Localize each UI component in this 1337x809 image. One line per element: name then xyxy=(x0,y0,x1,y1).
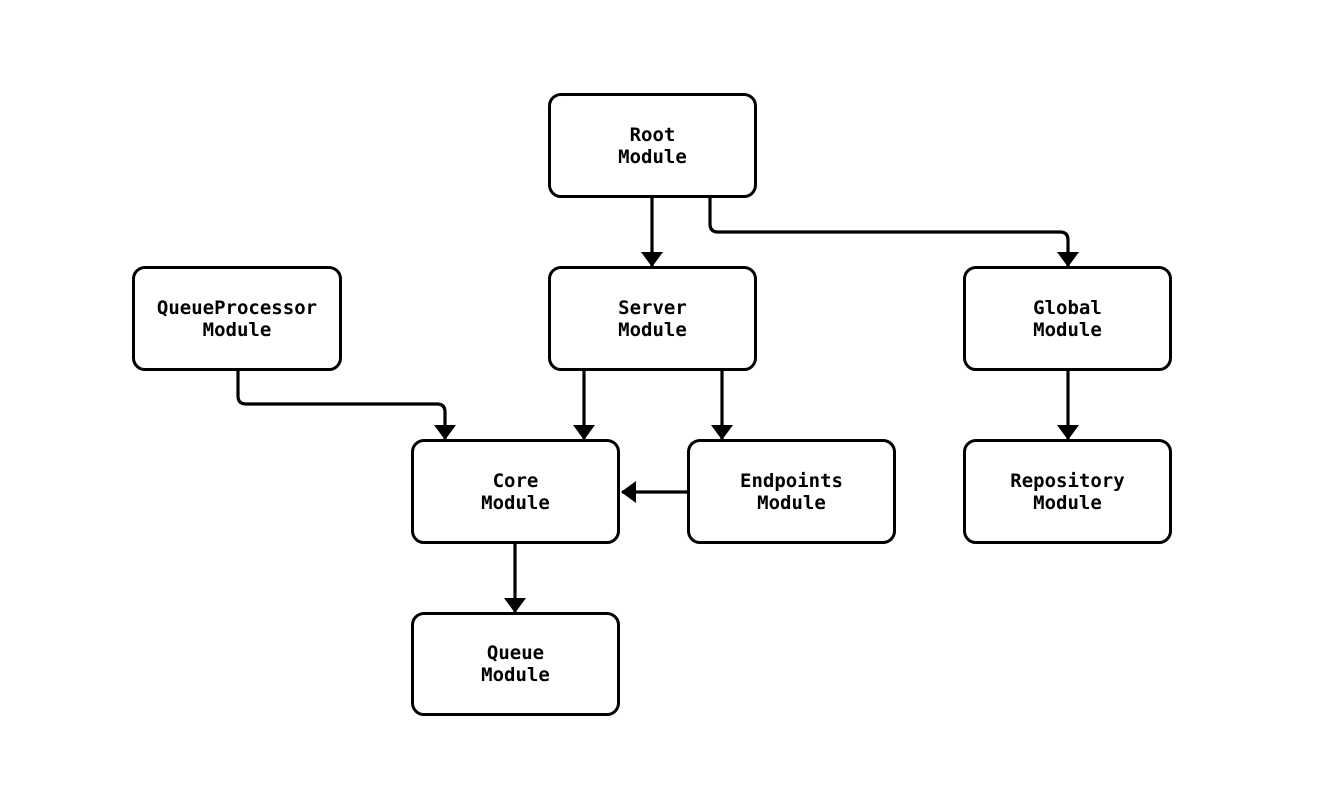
node-global-module: Global Module xyxy=(963,266,1172,371)
node-label-queueprocessor-module: QueueProcessor Module xyxy=(156,296,318,341)
node-queueprocessor-module: QueueProcessor Module xyxy=(132,266,342,371)
edge-root-module-to-global-module xyxy=(708,198,1079,267)
node-label-global-module: Global Module xyxy=(1033,296,1102,341)
node-queue-module: Queue Module xyxy=(411,612,620,716)
node-endpoints-module: Endpoints Module xyxy=(687,439,896,544)
node-core-module: Core Module xyxy=(411,439,620,544)
node-label-core-module: Core Module xyxy=(481,469,550,514)
node-repository-module: Repository Module xyxy=(963,439,1172,544)
edge-queueprocessor-module-to-core-module xyxy=(236,371,456,440)
node-server-module: Server Module xyxy=(548,266,757,371)
node-label-server-module: Server Module xyxy=(618,296,687,341)
node-root-module: Root Module xyxy=(548,93,757,198)
node-label-root-module: Root Module xyxy=(618,123,687,168)
node-label-endpoints-module: Endpoints Module xyxy=(740,469,843,514)
node-label-queue-module: Queue Module xyxy=(481,642,550,686)
node-label-repository-module: Repository Module xyxy=(1010,469,1125,514)
